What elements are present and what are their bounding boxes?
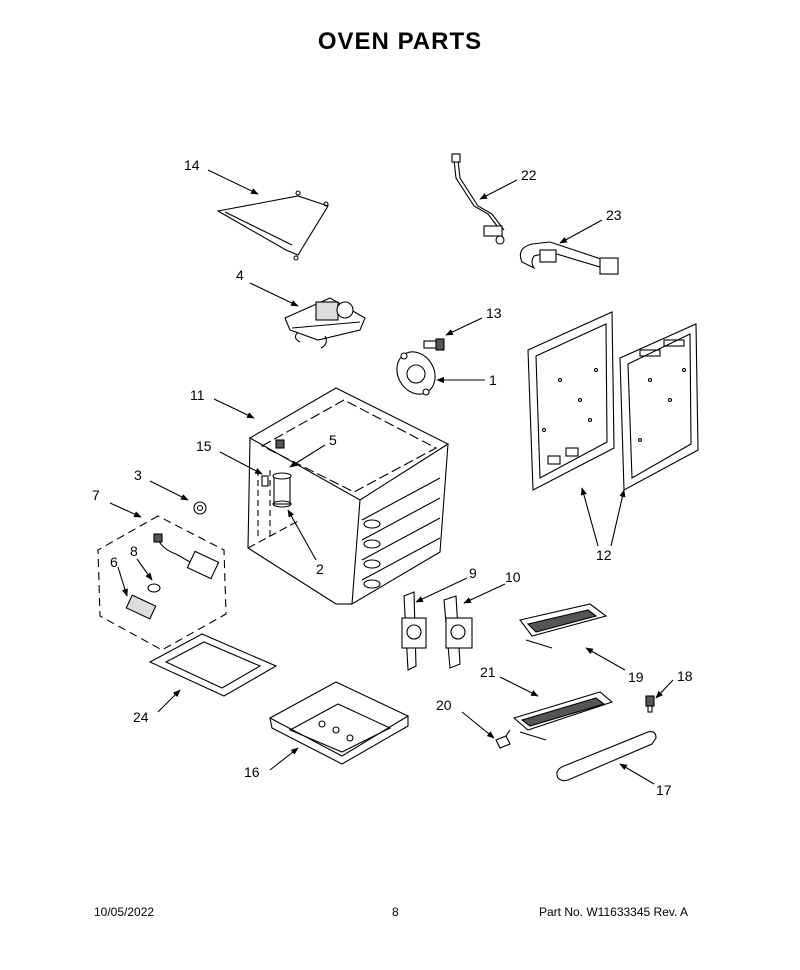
callout-9: 9 xyxy=(469,565,477,581)
part-bracket[interactable] xyxy=(495,729,511,749)
part-light-kit[interactable] xyxy=(97,515,227,651)
part-gas-tube[interactable] xyxy=(451,153,505,245)
callout-3: 3 xyxy=(134,467,142,483)
callout-22: 22 xyxy=(521,167,537,183)
callout-21: 21 xyxy=(480,664,496,680)
part-label: Part No. xyxy=(539,905,584,919)
callout-14: 14 xyxy=(184,157,200,173)
part-hinge-right[interactable] xyxy=(443,595,473,669)
callout-labels: 14 4 22 23 13 1 11 5 15 3 7 8 6 2 12 9 1… xyxy=(92,157,693,798)
part-rack-slide-upper[interactable] xyxy=(519,603,608,649)
footer-date: 10/05/2022 xyxy=(94,905,155,919)
page-title: OVEN PARTS xyxy=(0,28,800,56)
part-oven-cavity[interactable] xyxy=(247,387,450,606)
part-heat-shield[interactable] xyxy=(216,190,329,261)
callout-17: 17 xyxy=(656,782,672,798)
part-side-panel-right[interactable] xyxy=(619,323,699,491)
part-oven-sensor[interactable] xyxy=(272,472,292,508)
part-light-bulb[interactable] xyxy=(147,583,161,593)
part-door-latch[interactable] xyxy=(284,297,366,349)
title-word-oven: OVEN xyxy=(317,28,390,55)
footer-page-number: 8 xyxy=(392,905,399,919)
part-broil-pan[interactable] xyxy=(268,681,410,765)
callout-24: 24 xyxy=(133,709,149,725)
part-number: W11633345 xyxy=(586,905,651,919)
leader-lines xyxy=(109,169,674,785)
footer-part-info: Part No. W11633345 Rev. A xyxy=(539,905,688,919)
part-rack-slide-lower[interactable] xyxy=(512,691,614,741)
callout-12: 12 xyxy=(596,547,612,563)
callout-10: 10 xyxy=(505,569,521,585)
callout-7: 7 xyxy=(92,487,100,503)
part-support-bar[interactable] xyxy=(556,731,657,782)
part-sensor-clip[interactable] xyxy=(261,439,285,487)
callout-19: 19 xyxy=(628,669,644,685)
callout-18: 18 xyxy=(677,668,693,684)
part-screw[interactable] xyxy=(423,338,445,351)
callout-4: 4 xyxy=(236,267,244,283)
part-oven-rack[interactable] xyxy=(148,633,278,697)
part-side-panel-left[interactable] xyxy=(527,311,615,491)
callout-11: 11 xyxy=(190,387,205,403)
rev-value: A xyxy=(680,905,689,919)
callout-13: 13 xyxy=(486,305,502,321)
callout-15: 15 xyxy=(196,438,212,454)
callout-8: 8 xyxy=(130,543,138,559)
callout-20: 20 xyxy=(436,697,452,713)
title-word-parts: PARTS xyxy=(397,28,483,55)
callout-1: 1 xyxy=(489,372,497,388)
part-thermostat[interactable] xyxy=(389,345,442,401)
callout-5: 5 xyxy=(329,432,337,448)
part-light-socket[interactable] xyxy=(193,501,207,515)
rev-label: Rev. xyxy=(653,905,678,919)
callout-6: 6 xyxy=(110,554,118,570)
part-broil-burner-tube[interactable] xyxy=(519,241,619,275)
callout-23: 23 xyxy=(606,207,622,223)
part-hinge-left[interactable] xyxy=(401,591,427,671)
part-light-lens[interactable] xyxy=(125,594,157,620)
part-screw-small[interactable] xyxy=(645,695,655,713)
callout-2: 2 xyxy=(316,561,324,577)
callout-16: 16 xyxy=(244,764,260,780)
